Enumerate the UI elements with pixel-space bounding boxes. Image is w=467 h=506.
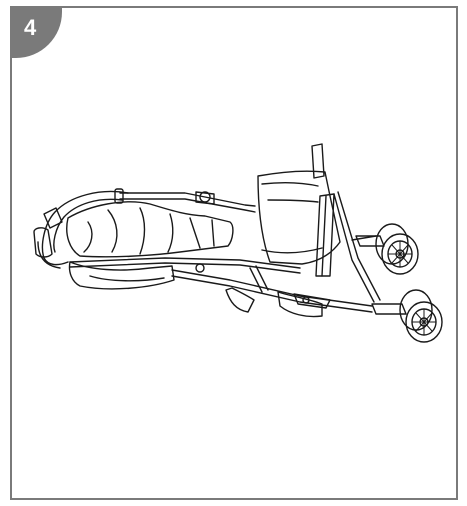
step-number: 4 [24,15,37,40]
hinge-mechanism [225,265,331,318]
instruction-panel: 4 [10,6,458,500]
lower-wheel [371,289,443,343]
handlebar-loop [33,190,129,269]
upper-wheel [355,223,419,275]
rear-frame-leg [333,191,381,303]
handle-post [311,143,335,277]
lower-basket [68,261,175,290]
canopy [257,170,341,265]
step-badge: 4 [12,8,62,58]
lower-frame-rails [69,257,373,313]
seat-fabric [66,201,234,258]
top-frame-rail [114,188,256,213]
